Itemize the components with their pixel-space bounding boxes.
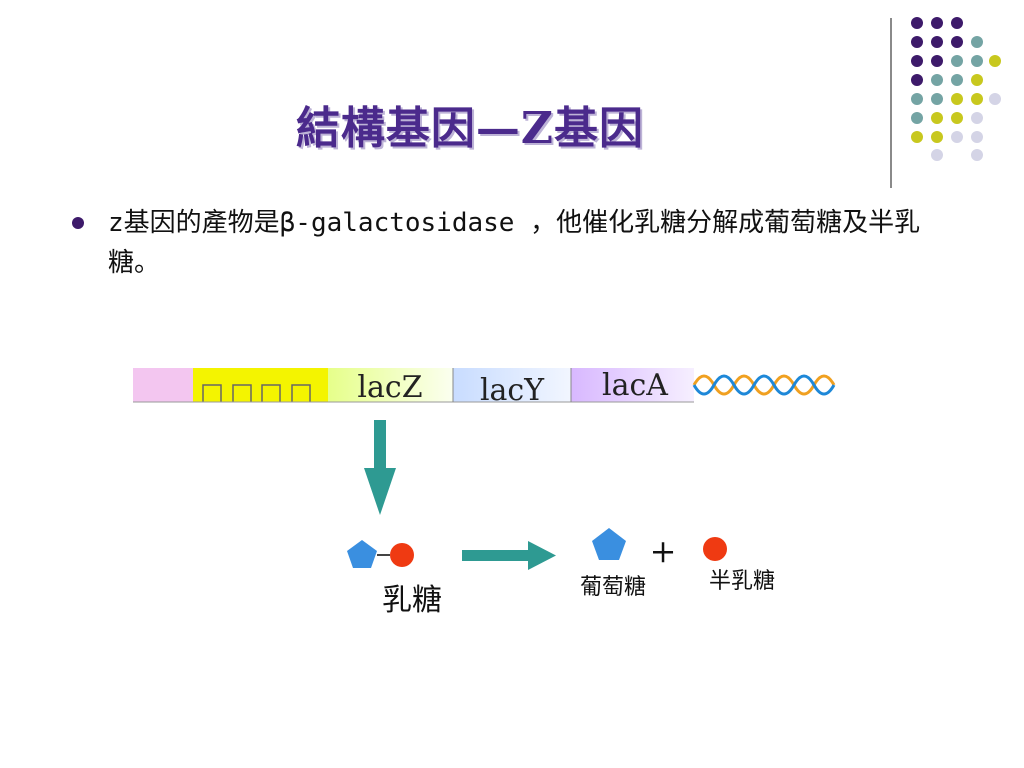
dna-helix: [692, 374, 836, 396]
glucose-pentagon-icon: [592, 528, 626, 560]
galactose-circle-icon: [703, 537, 727, 561]
bullet-dot-icon: [72, 217, 84, 229]
plus-sign: +: [650, 532, 677, 570]
laca-gene-block: [571, 368, 694, 402]
laca-label: lacA: [602, 368, 668, 403]
lactose-label: 乳糖: [382, 583, 442, 618]
lacy-gene-block: [453, 368, 571, 402]
lactose-molecule-icon: [347, 540, 414, 568]
bullet-text: z基因的產物是β-galactosidase ，他催化乳糖分解成葡萄糖及半乳糖。: [108, 208, 921, 278]
right-arrow-icon: [462, 541, 556, 570]
lacy-label: lacY: [480, 373, 545, 408]
slide-title: 結構基因—Z基因: [295, 103, 645, 154]
glucose-label: 葡萄糖: [580, 575, 646, 600]
lacz-label: lacZ: [357, 370, 422, 405]
dna-strip: lacZ lacY lacA: [133, 368, 694, 408]
decorative-divider-line: [890, 18, 892, 188]
lacz-gene-block: [328, 368, 453, 402]
promoter-region: [133, 368, 193, 402]
galactose-label: 半乳糖: [709, 569, 775, 594]
down-arrow-icon: [364, 420, 396, 515]
decorative-dot-grid: [911, 17, 1001, 161]
